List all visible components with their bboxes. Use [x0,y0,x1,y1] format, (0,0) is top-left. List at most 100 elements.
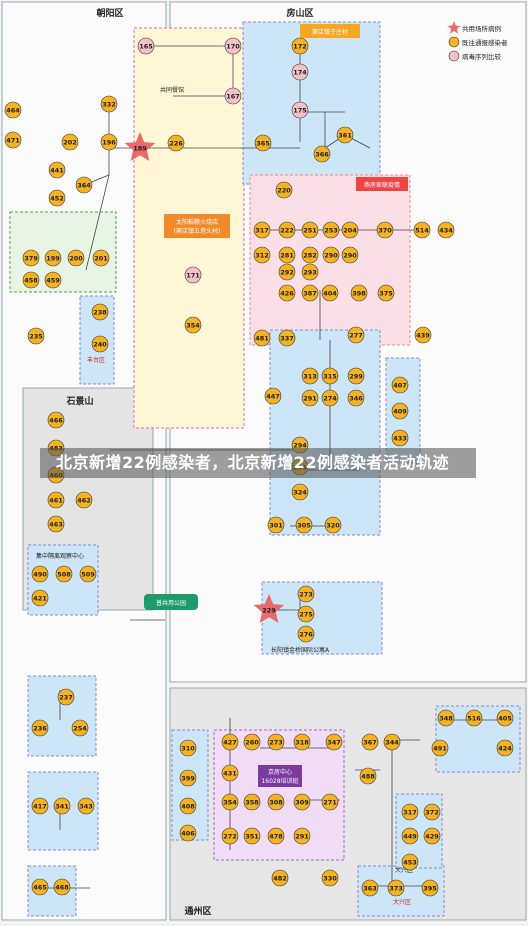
yandian-label: 窦店镇于庄村 [312,28,348,36]
case-node [31,565,49,583]
case-node [267,733,285,751]
case-node [401,853,419,871]
case-node [401,827,419,845]
case-node-label: 347 [327,739,341,747]
case-node [321,869,339,887]
case-node [347,367,365,385]
case-node-label: 461 [49,497,63,505]
case-node-label: 324 [293,489,307,497]
case-node-label: 201 [94,255,108,263]
case-node [48,161,66,179]
case-node-label: 488 [361,773,375,781]
case-node [22,249,40,267]
legend-label: 既往通报感染者 [462,38,508,47]
case-node-label: 514 [415,227,429,235]
district-fengtai: 丰台区 [87,356,105,364]
case-node-label: 308 [269,799,283,807]
case-node-label: 310 [181,745,195,753]
case-node [301,221,319,239]
case-node-label: 490 [33,571,47,579]
case-node [301,246,319,264]
daxing-label: 大兴区 [395,866,413,874]
case-node [44,249,62,267]
case-node-label: 363 [363,885,377,893]
case-node-label: 253 [324,227,338,235]
case-node-label: 508 [57,571,71,579]
haidian-zone [27,675,97,757]
case-node-label: 471 [6,137,20,145]
case-node-label: 464 [6,107,20,115]
case-node [47,411,65,429]
case-node-label: 421 [33,595,47,603]
case-node [100,95,118,113]
case-node-label: 405 [498,715,512,723]
district-chaoyang: 朝阳区 [96,7,123,19]
case-node-label: 417 [33,803,47,811]
case-node-label: 202 [63,139,77,147]
case-node-label: 320 [326,522,340,530]
case-node [301,284,319,302]
shared-park-label: 普共用公园 [156,599,186,607]
case-node-label: 236 [33,725,47,733]
case-node [221,793,239,811]
case-node [293,827,311,845]
case-node [361,733,379,751]
case-node [22,271,40,289]
case-node [496,709,514,727]
case-node-label: 305 [297,522,311,530]
case-node [221,827,239,845]
case-node [67,249,85,267]
case-node-label: 459 [46,277,60,285]
case-node [47,515,65,533]
case-node [325,733,343,751]
case-node [55,565,73,583]
case-node-label: 465 [33,884,47,892]
case-node-label: 346 [349,395,363,403]
district-shijingshan: 石景山 [65,395,93,407]
case-node [465,709,483,727]
case-node [321,389,339,407]
edge [85,174,110,271]
case-node [377,284,395,302]
case-node [322,221,340,239]
case-node [291,37,309,55]
case-node-label: 429 [425,833,439,841]
case-node [301,263,319,281]
case-node [137,37,155,55]
case-node-label: 372 [425,809,439,817]
district-daxing: 大兴区 [393,898,411,906]
case-node [278,284,296,302]
case-node [167,134,185,152]
case-node [278,221,296,239]
case-node [53,878,71,896]
case-node-label: 441 [50,167,64,175]
case-node-label: 516 [467,715,481,723]
case-node [243,793,261,811]
case-node-label: 260 [245,739,259,747]
case-node-label: 238 [93,309,107,317]
legend-star [447,21,461,34]
case-node [77,797,95,815]
case-node-label: 453 [403,859,417,867]
case-node-label: 366 [315,151,329,159]
case-node-label: 292 [280,269,294,277]
case-node-label: 434 [439,227,453,235]
case-node [267,516,285,534]
case-node [184,316,202,334]
case-node [297,585,315,603]
case-node [184,266,202,284]
blue-cluster-zone-2 [269,329,381,536]
case-node-label: 407 [393,382,407,390]
case-node-label: 424 [498,745,512,753]
case-node [278,246,296,264]
taiyang-label-2: (窦店镇五塔头村) [174,227,221,235]
case-node-label: 312 [255,252,269,260]
case-node [295,516,313,534]
legend-marker [448,50,460,62]
case-node-label: 235 [29,333,43,341]
case-node [31,797,49,815]
case-node-label: 387 [303,290,317,298]
case-node-label: 240 [93,341,107,349]
